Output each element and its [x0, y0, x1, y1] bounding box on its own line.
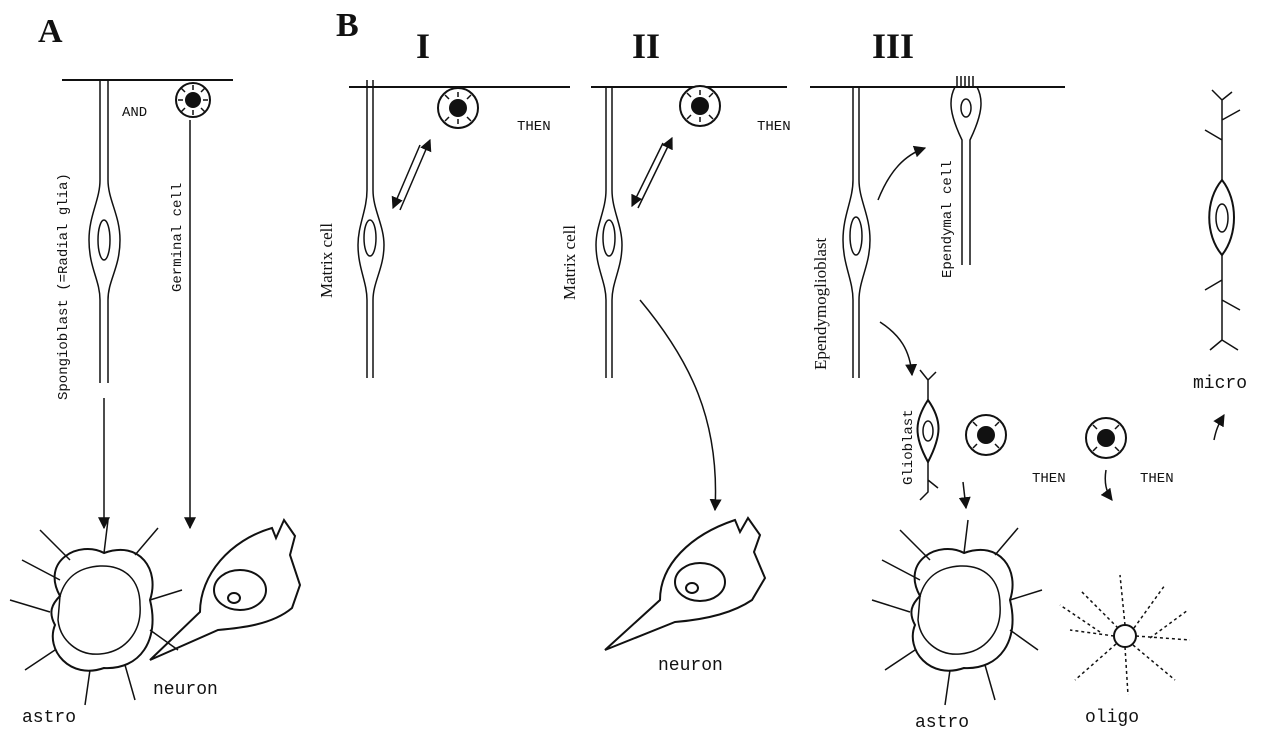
glioblast-cell: [917, 370, 938, 500]
matrix-cell-label-2: Matrix cell: [560, 225, 579, 300]
neuron-label-a: neuron: [153, 680, 218, 700]
micro-label: micro: [1193, 374, 1247, 394]
arrow-down-1: [393, 145, 420, 208]
matrix-cell-2: [596, 87, 622, 378]
ependymoglioblast-label: Ependymoglioblast: [811, 238, 830, 370]
arrow-to-astro-b: [963, 482, 966, 508]
arrow-to-micro: [1214, 415, 1224, 440]
then-label-1: THEN: [517, 119, 551, 135]
neuron-b: [605, 518, 765, 650]
germinal-cell-label: Germinal cell: [170, 183, 186, 292]
spongioblast-label: Spongioblast (=Radial glia): [56, 173, 72, 400]
stage-label-3: III: [872, 26, 914, 66]
microglia: [1205, 90, 1240, 350]
mitotic-cell-3b: [1086, 418, 1126, 458]
matrix-cell-1: [358, 80, 384, 378]
oligo-label: oligo: [1085, 708, 1139, 728]
then-label-3: THEN: [1032, 471, 1066, 487]
astro-label-b: astro: [915, 713, 969, 731]
germinal-cell-mitotic: [176, 83, 210, 117]
astro-label-a: astro: [22, 708, 76, 728]
neuron-label-b: neuron: [658, 656, 723, 676]
spongioblast-cell: [89, 80, 120, 383]
then-label-4: THEN: [1140, 471, 1174, 487]
mitotic-cell-1: [438, 88, 478, 128]
arrow-to-glioblast: [880, 322, 912, 375]
and-label: AND: [122, 105, 147, 121]
arrow-up-2: [638, 138, 672, 208]
arrow-down-2: [632, 143, 663, 206]
glioblast-label: Glioblast: [901, 409, 917, 485]
panel-label-a: A: [38, 13, 63, 50]
neuron-a: [150, 520, 300, 660]
arrow-up-1: [400, 140, 430, 210]
ependymal-cell-label: Ependymal cell: [940, 160, 956, 278]
astrocyte-b: [872, 520, 1042, 705]
stage-label-1: I: [416, 26, 430, 66]
matrix-cell-label-1: Matrix cell: [317, 223, 336, 298]
ependymoglioblast-cell: [843, 87, 870, 378]
arrow-to-ependymal: [878, 148, 925, 200]
astrocyte-a: [10, 520, 182, 705]
arrow-to-neuron-b: [640, 300, 716, 510]
arrow-to-oligo: [1105, 470, 1112, 500]
then-label-2: THEN: [757, 119, 791, 135]
stage-label-2: II: [632, 26, 660, 66]
panel-label-b: B: [336, 7, 359, 44]
mitotic-cell-2: [680, 86, 720, 126]
oligodendrocyte: [1060, 575, 1190, 695]
mitotic-cell-3a: [966, 415, 1006, 455]
